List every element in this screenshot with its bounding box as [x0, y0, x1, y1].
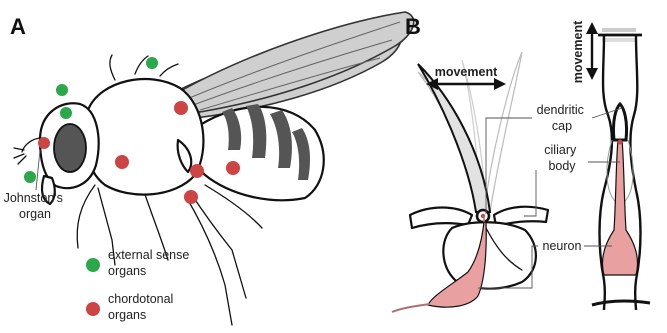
bristle-illustration: [392, 52, 548, 312]
johnstons-organ-label: Johnston's organ: [4, 191, 67, 221]
movement-label-vertical: movement: [571, 20, 585, 83]
movement-arrow-vertical: [586, 22, 598, 80]
chordotonal-dot: [174, 101, 188, 115]
external-sense-dot: [146, 57, 158, 69]
fly-compound-eye: [54, 124, 86, 172]
chordotonal-dot: [226, 161, 240, 175]
legend: external sense organs chordotonal organs: [86, 248, 193, 322]
ciliary-body-label: ciliary body: [544, 143, 579, 173]
legend-chordotonal-dot: [86, 302, 100, 316]
dendritic-cap-label: dendritic cap: [537, 103, 588, 133]
legend-external-label: external sense organs: [108, 248, 193, 278]
chordotonal-dot: [184, 190, 198, 204]
panel-label-b: B: [405, 14, 421, 39]
external-sense-dot: [60, 107, 72, 119]
fly-thorax: [84, 79, 203, 195]
panel-label-a: A: [10, 14, 26, 39]
external-sense-dot: [56, 84, 68, 96]
scolopidium-illustration: [592, 30, 650, 310]
chordotonal-dot: [115, 155, 129, 169]
johnstons-organ-dot: [38, 137, 50, 149]
external-sense-dot: [24, 171, 36, 183]
chordotonal-dot: [190, 164, 204, 178]
movement-label-horizontal: movement: [435, 65, 498, 79]
neuron-label: neuron: [543, 239, 582, 253]
legend-external-dot: [86, 258, 100, 272]
fly-illustration: [14, 12, 414, 325]
legend-chordotonal-label: chordotonal organs: [108, 292, 177, 322]
